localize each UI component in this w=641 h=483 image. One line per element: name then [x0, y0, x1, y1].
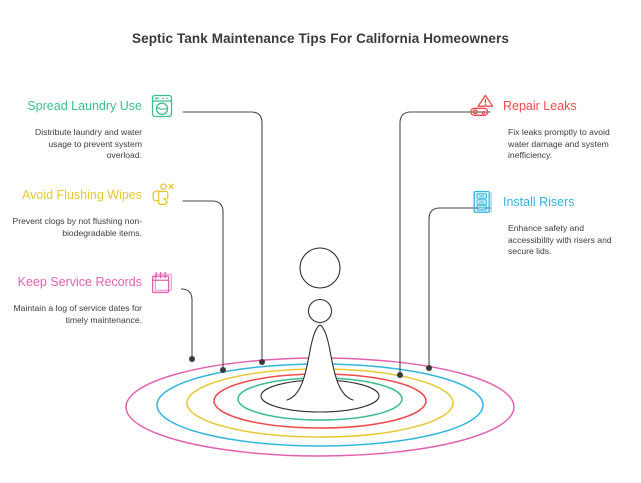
tip-header: Spread Laundry Use: [12, 93, 175, 119]
tip-item-repair-leaks[interactable]: Repair Leaks Fix leaks promptly to avoid…: [470, 93, 630, 162]
tip-item-keep-service-records[interactable]: Keep Service Records Maintain a log of s…: [12, 269, 175, 326]
tip-label-laundry: Spread Laundry Use: [27, 98, 142, 113]
tip-header: Repair Leaks: [470, 93, 630, 119]
connector-dot-wipes: [220, 367, 226, 373]
tip-description-leaks: Fix leaks promptly to avoid water damage…: [508, 127, 610, 161]
tip-label-leaks: Repair Leaks: [503, 98, 577, 113]
leaking-pipe-warning-icon: [470, 94, 494, 116]
tip-description-records: Maintain a log of service dates for time…: [13, 303, 143, 325]
tip-label-wipes: Avoid Flushing Wipes: [22, 187, 142, 202]
tip-item-avoid-flushing-wipes[interactable]: Avoid Flushing Wipes Prevent clogs by no…: [12, 182, 175, 239]
page-title: Septic Tank Maintenance Tips For Califor…: [132, 31, 509, 46]
connector-wipes: [182, 200, 224, 371]
tip-description-laundry: Distribute laundry and water usage to pr…: [35, 127, 142, 161]
connector-dot-laundry: [259, 359, 265, 365]
tip-label-records: Keep Service Records: [17, 274, 142, 289]
connector-dot-risers: [426, 365, 432, 371]
tip-item-install-risers[interactable]: Install Risers Enhance safety and access…: [470, 189, 630, 258]
connector-risers: [428, 207, 491, 369]
stacked-risers-icon: [473, 190, 492, 213]
washing-machine-icon: [151, 94, 173, 118]
tip-description-wipes: Prevent clogs by not flushing non-biodeg…: [12, 216, 142, 238]
connector-records: [180, 288, 193, 360]
connector-leaks: [399, 111, 491, 376]
tip-header: Keep Service Records: [12, 269, 175, 295]
tip-label-risers: Install Risers: [503, 194, 575, 209]
tip-description-risers: Enhance safety and accessibility with ri…: [508, 223, 612, 257]
tip-item-spread-laundry-use[interactable]: Spread Laundry Use Distribute laundry an…: [12, 93, 175, 162]
notepad-records-icon: [151, 271, 173, 294]
connector-dot-records: [189, 356, 195, 362]
tip-header: Install Risers: [470, 189, 630, 215]
connector-laundry: [182, 111, 263, 363]
connector-dot-leaks: [397, 372, 403, 378]
tip-header: Avoid Flushing Wipes: [12, 182, 175, 208]
no-flush-toilet-icon: [152, 183, 174, 206]
